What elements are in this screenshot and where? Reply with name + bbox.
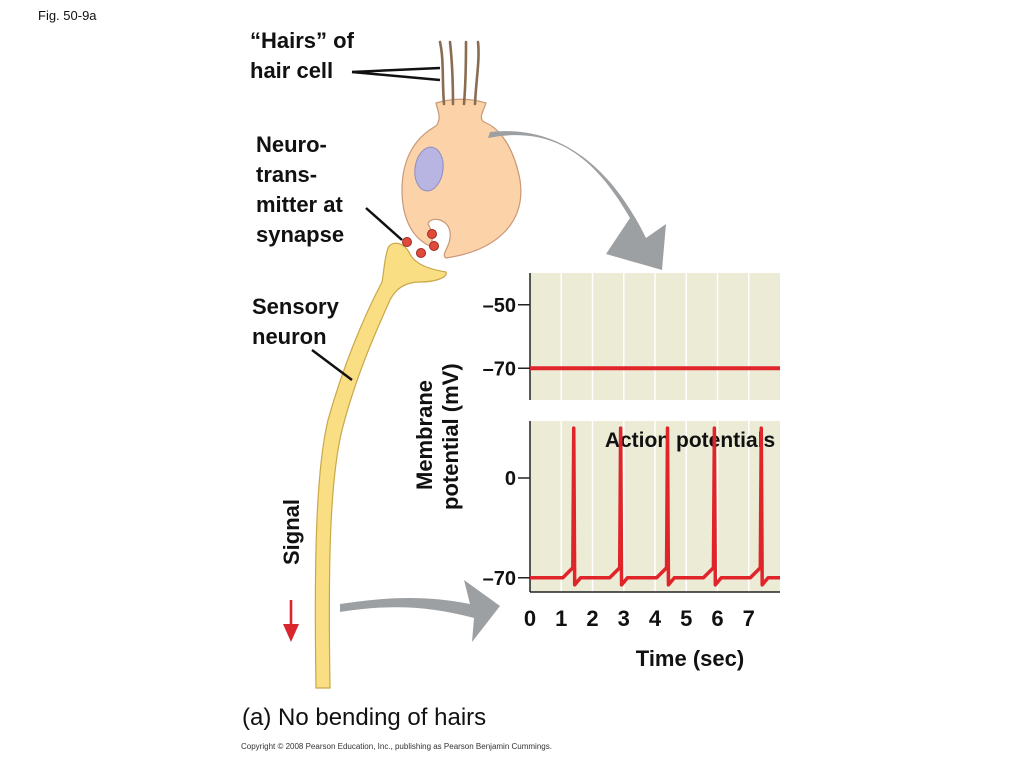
sensory-neuron [314,242,447,689]
x-tick-label: 5 [680,606,692,631]
hairs-label: “Hairs” of hair cell [250,28,354,83]
x-tick-label: 6 [711,606,723,631]
signal-label: Signal [279,499,304,565]
chart-title: Action potentials [605,429,775,452]
x-tick-label: 7 [743,606,755,631]
copyright-text: Copyright © 2008 Pearson Education, Inc.… [241,742,552,751]
nucleus [414,146,444,192]
y-tick-label: –70 [483,358,516,380]
x-tick-label: 0 [524,606,536,631]
neurotransmitter-label: Neuro- trans- mitter at synapse [256,132,345,247]
top-membrane-plot: –50 –70 [483,273,780,400]
y-tick-label: 0 [505,468,516,490]
caption: (a) No bending of hairs [242,704,487,731]
leader-lines [311,66,441,381]
curved-arrow-top [488,131,666,270]
sensory-neuron-label: Sensory neuron [252,294,339,349]
neurotransmitter-vesicles [402,229,439,258]
action-potential-trace [530,426,780,587]
x-axis-label: Time (sec) [636,646,744,671]
y-tick-label: –70 [483,568,516,590]
x-tick-label: 3 [618,606,630,631]
x-tick-label: 2 [586,606,598,631]
y-tick-label: –50 [483,295,516,317]
membrane-axis-label-line2: potential (mV) [438,363,463,510]
hair-cell [401,98,522,259]
curved-arrow-bottom [340,580,500,642]
signal-arrow [283,600,299,642]
membrane-axis-label-line1: Membrane [412,380,437,490]
figure-label: Fig. 50-9a [38,8,97,23]
x-tick-label: 1 [555,606,567,631]
x-tick-label: 4 [649,606,662,631]
hair-bundle [438,40,480,106]
